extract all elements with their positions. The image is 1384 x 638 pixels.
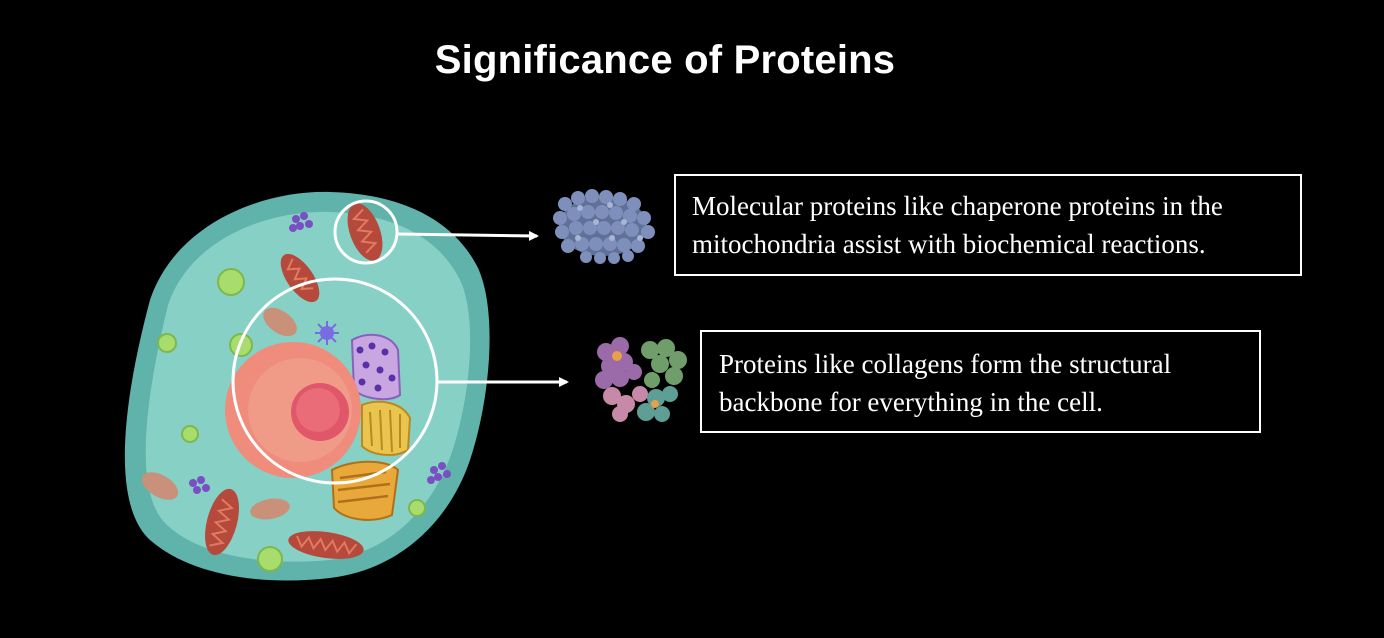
slide-title: Significance of Proteins [434, 38, 896, 82]
arrow-to-chaperone [396, 230, 539, 241]
callout-chaperone-proteins: Molecular proteins like chaperone protei… [674, 174, 1302, 276]
collagen-protein-structure [595, 337, 687, 422]
callout-line: backbone for everything in the cell. [719, 387, 1103, 417]
callout-line: Proteins like collagens form the structu… [719, 349, 1172, 379]
callout-line: mitochondria assist with biochemical rea… [692, 229, 1206, 259]
animal-cell [124, 191, 490, 581]
chaperone-protein-structure [553, 189, 655, 264]
vacuoles [141, 307, 297, 520]
mitochondria [205, 203, 383, 559]
golgi-apparatus [350, 333, 402, 401]
nucleolus-core [296, 388, 340, 432]
lysosomes [189, 212, 451, 494]
callout-line: Molecular proteins like chaperone protei… [692, 191, 1223, 221]
callout-collagen-proteins: Proteins like collagens form the structu… [700, 330, 1261, 433]
centrosome [315, 321, 339, 345]
mitochondria-highlight-ring [333, 199, 399, 265]
